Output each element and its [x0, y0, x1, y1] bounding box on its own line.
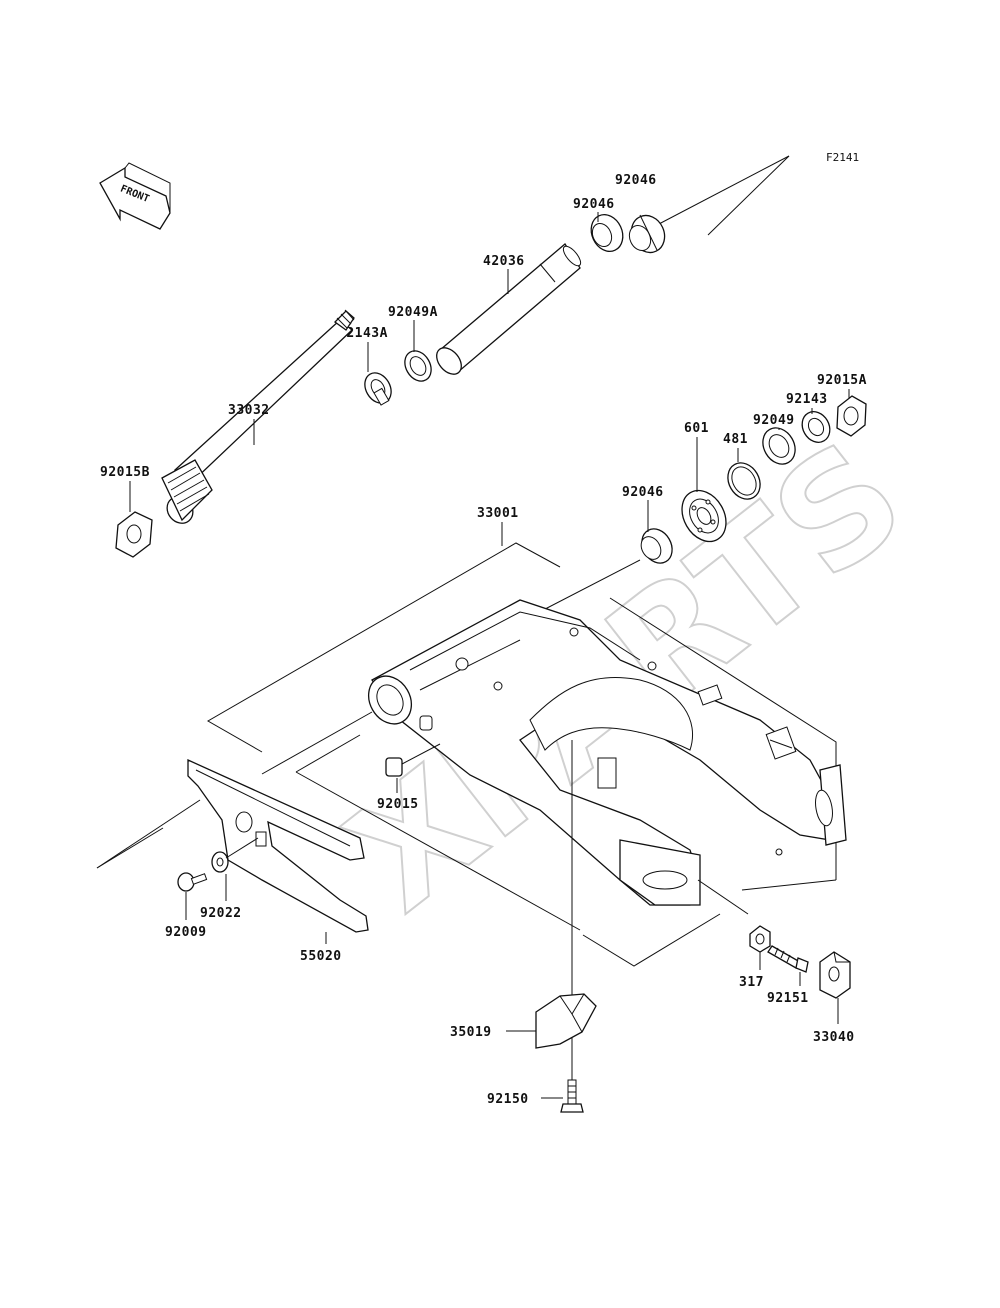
circlip-481: [727, 462, 761, 500]
part-label-92049: 92049: [753, 413, 795, 428]
sleeve-42036: [436, 243, 582, 375]
part-label-481: 481: [723, 432, 748, 447]
part-label-92046: 92046: [573, 197, 615, 212]
adjuster-33040: [819, 951, 851, 999]
part-label-33032: 33032: [228, 403, 270, 418]
bearing-92046-mid: [590, 214, 624, 252]
part-label-92151: 92151: [767, 991, 809, 1006]
leader-line: [96, 799, 201, 869]
part-label-92009: 92009: [165, 925, 207, 940]
leader-line: [656, 155, 790, 226]
part-label-92022: 92022: [200, 906, 242, 921]
assembly-frame: [206, 542, 561, 753]
assembly-frame: [582, 913, 721, 967]
bearing-92046-top: [628, 214, 666, 254]
screw-92009: [177, 872, 208, 892]
bolt-92150: [560, 1079, 584, 1113]
part-label-35019: 35019: [450, 1025, 492, 1040]
nut-317: [749, 925, 771, 953]
swingarm-33001: [367, 599, 847, 906]
assembly-frame: [295, 771, 581, 931]
bearing-601: [681, 489, 727, 543]
assembly-frame: [295, 734, 361, 773]
part-label-92046: 92046: [615, 173, 657, 188]
chain-slider-35019: [535, 993, 597, 1049]
part-label-92049A: 92049A: [388, 305, 438, 320]
part-label-92150: 92150: [487, 1092, 529, 1107]
part-label-92015: 92015: [377, 797, 419, 812]
part-label-92015B: 92015B: [100, 465, 150, 480]
front-arrow-icon: FRONT: [99, 162, 171, 230]
axis-line: [697, 879, 749, 915]
bolt-92151: [767, 945, 809, 973]
part-label-92143: 92143: [786, 392, 828, 407]
collar-92143: [801, 411, 831, 443]
seal-92049: [762, 427, 796, 465]
assembly-frame: [741, 879, 837, 891]
part-label-92015A: 92015A: [817, 373, 867, 388]
collar-92143A: [364, 372, 392, 406]
leader-line: [707, 155, 790, 236]
chain-guard-55020: [187, 758, 369, 933]
part-label-317: 317: [739, 975, 764, 990]
nut-92015B: [115, 511, 153, 558]
leader-line: [261, 711, 373, 775]
bearing-92046-low: [640, 528, 673, 564]
part-label-601: 601: [684, 421, 709, 436]
figure-code: F2141: [826, 151, 859, 164]
part-label-33001: 33001: [477, 506, 519, 521]
washer-92022: [211, 837, 259, 873]
nut-92015A: [836, 395, 867, 437]
part-label-42036: 42036: [483, 254, 525, 269]
bolt-92015: [385, 743, 441, 777]
seal-92049A: [404, 350, 432, 382]
shaft-33032: [161, 309, 355, 524]
part-label-92046: 92046: [622, 485, 664, 500]
part-label-33040: 33040: [813, 1030, 855, 1045]
part-label-55020: 55020: [300, 949, 342, 964]
